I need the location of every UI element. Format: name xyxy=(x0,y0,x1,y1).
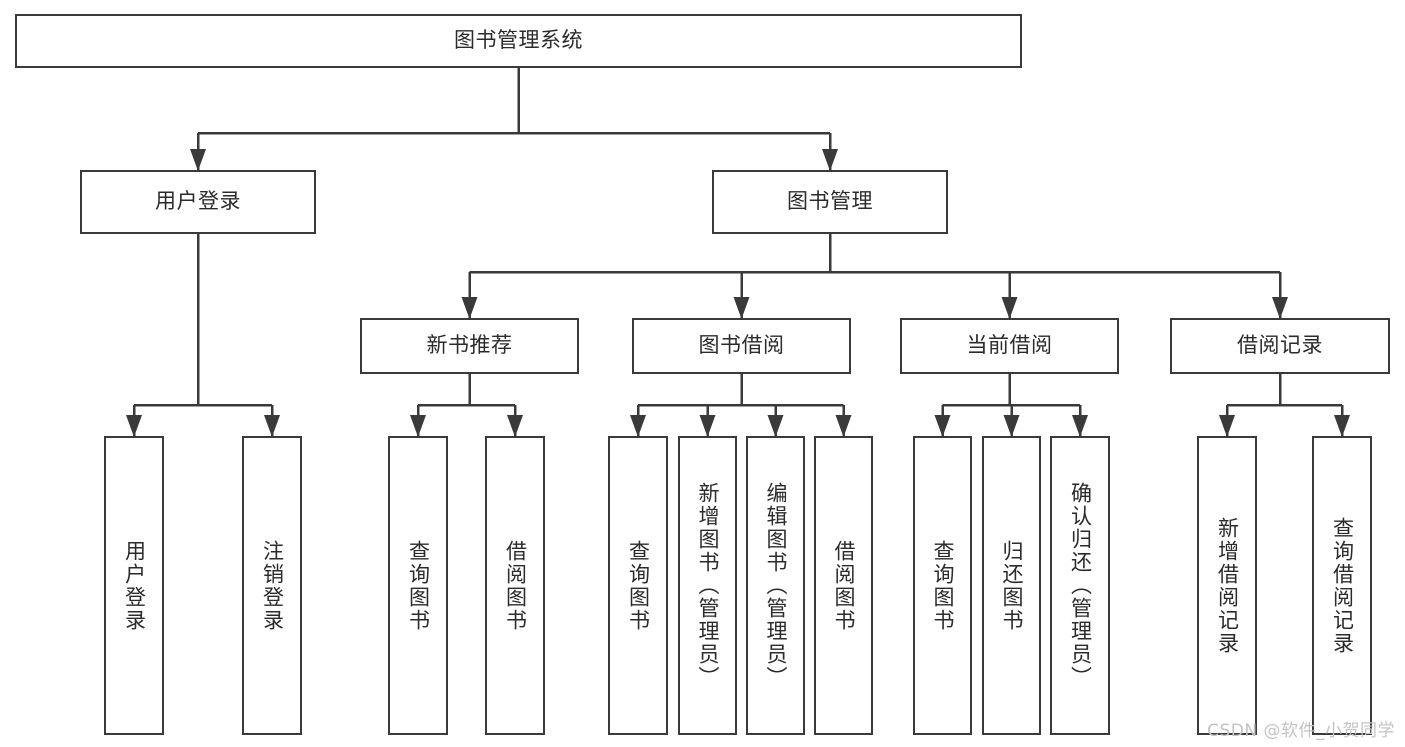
arrowhead xyxy=(126,415,142,437)
node-leaf-user-login[interactable]: 用户登录 xyxy=(104,436,164,735)
node-leaf-query-book-3[interactable]: 查询图书 xyxy=(913,436,972,735)
node-label: 注销登录 xyxy=(260,539,285,632)
arrowhead xyxy=(1219,415,1235,437)
node-label: 查询图书 xyxy=(930,539,955,632)
node-leaf-query-book-2[interactable]: 查询图书 xyxy=(608,436,668,735)
node-label: 图书借阅 xyxy=(698,333,785,358)
node-book-borrow[interactable]: 图书借阅 xyxy=(632,318,851,374)
node-label: 查询借阅记录 xyxy=(1330,516,1355,655)
node-label: 确认归还（管理员） xyxy=(1068,482,1093,689)
node-leaf-logout[interactable]: 注销登录 xyxy=(242,436,302,735)
arrowhead xyxy=(835,415,852,437)
node-label: 查询图书 xyxy=(626,539,651,632)
node-leaf-confirm-return-admin[interactable]: 确认归还（管理员） xyxy=(1050,436,1110,735)
arrowhead xyxy=(264,415,280,437)
arrowhead xyxy=(507,415,523,437)
arrowhead xyxy=(1272,297,1288,319)
node-book-manage[interactable]: 图书管理 xyxy=(712,170,948,234)
node-label: 借阅记录 xyxy=(1237,333,1323,358)
node-borrow-record[interactable]: 借阅记录 xyxy=(1170,318,1390,374)
node-label: 用户登录 xyxy=(122,539,147,632)
arrowhead xyxy=(767,415,784,437)
node-label: 新书推荐 xyxy=(426,333,513,358)
arrowhead xyxy=(190,149,206,171)
arrowhead xyxy=(410,415,426,437)
node-label: 用户登录 xyxy=(155,189,241,214)
arrowhead xyxy=(1072,415,1088,437)
arrowhead xyxy=(1334,415,1350,437)
node-label: 编辑图书（管理员） xyxy=(763,482,788,689)
node-leaf-query-borrow-record[interactable]: 查询借阅记录 xyxy=(1312,436,1372,735)
node-leaf-add-borrow-record[interactable]: 新增借阅记录 xyxy=(1197,436,1257,735)
arrowhead xyxy=(630,415,646,437)
node-label: 查询图书 xyxy=(406,539,431,632)
node-label: 图书管理系统 xyxy=(454,28,583,53)
node-leaf-borrow-book-1[interactable]: 借阅图书 xyxy=(485,436,545,735)
node-leaf-edit-book-admin[interactable]: 编辑图书（管理员） xyxy=(746,436,805,735)
node-label: 图书管理 xyxy=(787,189,873,214)
node-leaf-query-book-1[interactable]: 查询图书 xyxy=(388,436,448,735)
arrowhead xyxy=(822,149,838,171)
arrowhead xyxy=(1001,297,1018,319)
arrowhead xyxy=(1003,415,1020,437)
arrowhead xyxy=(699,415,716,437)
node-label: 归还图书 xyxy=(999,539,1024,632)
node-root[interactable]: 图书管理系统 xyxy=(15,14,1022,68)
node-current-borrow[interactable]: 当前借阅 xyxy=(900,318,1119,374)
node-user-login[interactable]: 用户登录 xyxy=(80,170,316,234)
node-leaf-return-book[interactable]: 归还图书 xyxy=(982,436,1041,735)
node-label: 新增借阅记录 xyxy=(1215,516,1240,655)
node-label: 当前借阅 xyxy=(966,333,1053,358)
node-new-book-recommend[interactable]: 新书推荐 xyxy=(360,318,579,374)
node-label: 借阅图书 xyxy=(503,539,528,632)
node-label: 借阅图书 xyxy=(831,539,856,632)
node-leaf-add-book-admin[interactable]: 新增图书（管理员） xyxy=(678,436,737,735)
arrowhead xyxy=(461,297,478,319)
node-leaf-borrow-book-2[interactable]: 借阅图书 xyxy=(814,436,873,735)
node-label: 新增图书（管理员） xyxy=(695,482,720,689)
arrowhead xyxy=(934,415,951,437)
arrowhead xyxy=(733,297,750,319)
